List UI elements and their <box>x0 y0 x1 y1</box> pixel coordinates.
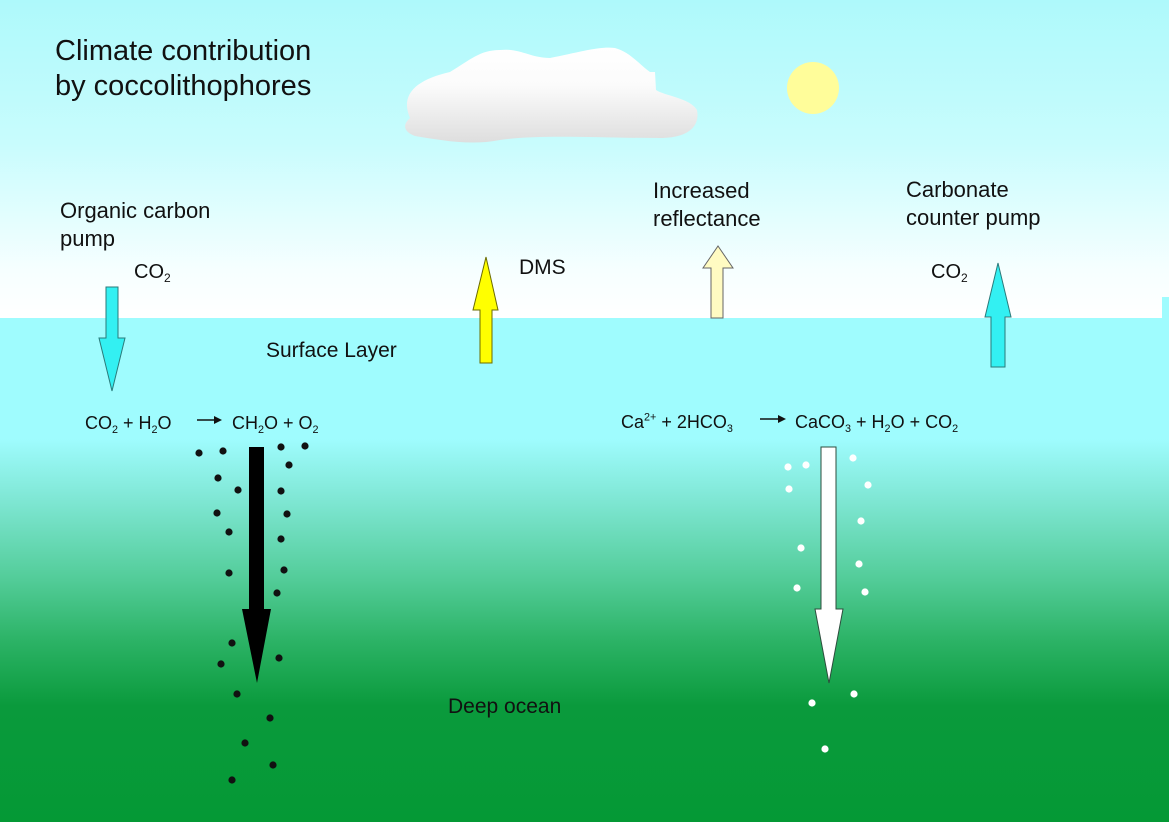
carbonate-particle-dot <box>849 454 857 462</box>
organic-particle-dot <box>285 461 293 469</box>
carbonate-equation-rhs: CaCO3 + H2O + CO2 <box>795 408 958 436</box>
equation-text: O <box>157 413 172 433</box>
carbonate-particle-dot <box>784 463 792 471</box>
organic-particle-dot <box>228 639 236 647</box>
reflectance-label-line1: Increased <box>653 178 750 203</box>
organic-particle-dot <box>195 449 203 457</box>
carbonate-particle-dot <box>864 481 872 489</box>
organic-particle-dot <box>273 589 281 597</box>
co2-right-subscript: 2 <box>961 271 968 286</box>
subscript: 2 <box>151 423 158 436</box>
organic-particle-dot <box>241 739 249 747</box>
carbonate-particle-dot <box>808 699 816 707</box>
co2-right-label: CO2 <box>931 258 968 286</box>
subscript: 2 <box>258 423 265 436</box>
equation-text: CH <box>232 413 258 433</box>
ocean-background <box>0 318 1169 822</box>
carbonate-particle-dot <box>797 544 805 552</box>
organic-equation-lhs: CO2 + H2O <box>85 409 172 437</box>
equation-text: + H <box>118 413 152 433</box>
carbonate-pump-label-line1: Carbonate <box>906 177 1009 202</box>
diagram-title-line2: by coccolithophores <box>55 70 312 102</box>
sun-icon <box>787 62 839 114</box>
organic-particle-dot <box>266 714 274 722</box>
subscript: 2 <box>952 422 959 435</box>
organic-particle-dot <box>217 660 225 668</box>
carbonate-particles <box>784 454 872 753</box>
surface-layer-label: Surface Layer <box>266 339 397 362</box>
carbonate-reaction-arrow <box>760 415 786 423</box>
co2-left-subscript: 2 <box>164 271 171 286</box>
organic-particle-dot <box>301 442 309 450</box>
carbonate-particle-dot <box>855 560 863 568</box>
organic-carbon-sink-arrow <box>242 447 271 683</box>
deep-ocean-label: Deep ocean <box>448 695 562 718</box>
organic-particle-dot <box>277 535 285 543</box>
organic-particle-dot <box>219 447 227 455</box>
organic-pump-label-line1: Organic carbon <box>60 198 211 223</box>
reflectance-label-line2: reflectance <box>653 206 761 231</box>
equation-text: + 2HCO <box>656 412 727 432</box>
dms-label: DMS <box>519 256 566 279</box>
organic-particle-dot <box>283 510 291 518</box>
equation-text: CO <box>85 413 112 433</box>
carbonate-particle-dot <box>802 461 810 469</box>
co2-up-arrow <box>984 262 1012 368</box>
co2-left-text: CO <box>134 261 164 283</box>
organic-reaction-arrow <box>197 416 222 424</box>
subscript: 2 <box>312 423 319 436</box>
carbonate-particle-dot <box>857 517 865 525</box>
organic-particle-dot <box>280 566 288 574</box>
organic-particle-dot <box>228 776 236 784</box>
equation-text: CaCO <box>795 412 846 432</box>
superscript: 2+ <box>644 411 657 424</box>
carbonate-particle-dot <box>821 745 829 753</box>
equation-text: O + O <box>264 413 313 433</box>
organic-particle-dot <box>234 486 242 494</box>
reflectance-up-arrow <box>702 245 734 319</box>
co2-down-arrow <box>98 286 126 392</box>
sky-edge <box>1162 297 1169 318</box>
carbonate-equation-lhs: Ca2+ + 2HCO3 <box>621 408 733 436</box>
organic-particle-dot <box>214 474 222 482</box>
equation-text: + H <box>851 412 885 432</box>
carbonate-sink-arrow <box>814 446 844 684</box>
dms-up-arrow <box>472 256 499 364</box>
subscript: 2 <box>112 423 119 436</box>
organic-particle-dot <box>277 443 285 451</box>
subscript: 3 <box>845 422 852 435</box>
carbonate-particle-dot <box>850 690 858 698</box>
organic-equation-rhs: CH2O + O2 <box>232 409 319 437</box>
equation-text: O + CO <box>890 412 953 432</box>
organic-particle-dot <box>269 761 277 769</box>
organic-particle-dot <box>225 528 233 536</box>
carbonate-pump-label-line2: counter pump <box>906 205 1041 230</box>
organic-particles <box>195 442 309 784</box>
cloud-icon <box>405 47 698 143</box>
organic-particle-dot <box>233 690 241 698</box>
organic-pump-label-line2: pump <box>60 226 116 251</box>
co2-left-label: CO2 <box>134 258 171 286</box>
carbonate-particle-dot <box>861 588 869 596</box>
subscript: 2 <box>884 422 891 435</box>
organic-particle-dot <box>277 487 285 495</box>
co2-right-text: CO <box>931 261 961 283</box>
carbonate-particle-dot <box>785 485 793 493</box>
organic-particle-dot <box>213 509 221 517</box>
equation-text: Ca <box>621 412 645 432</box>
diagram-title-line1: Climate contribution <box>55 35 312 67</box>
organic-particle-dot <box>275 654 283 662</box>
organic-particle-dot <box>225 569 233 577</box>
carbonate-particle-dot <box>793 584 801 592</box>
subscript: 3 <box>726 422 733 435</box>
